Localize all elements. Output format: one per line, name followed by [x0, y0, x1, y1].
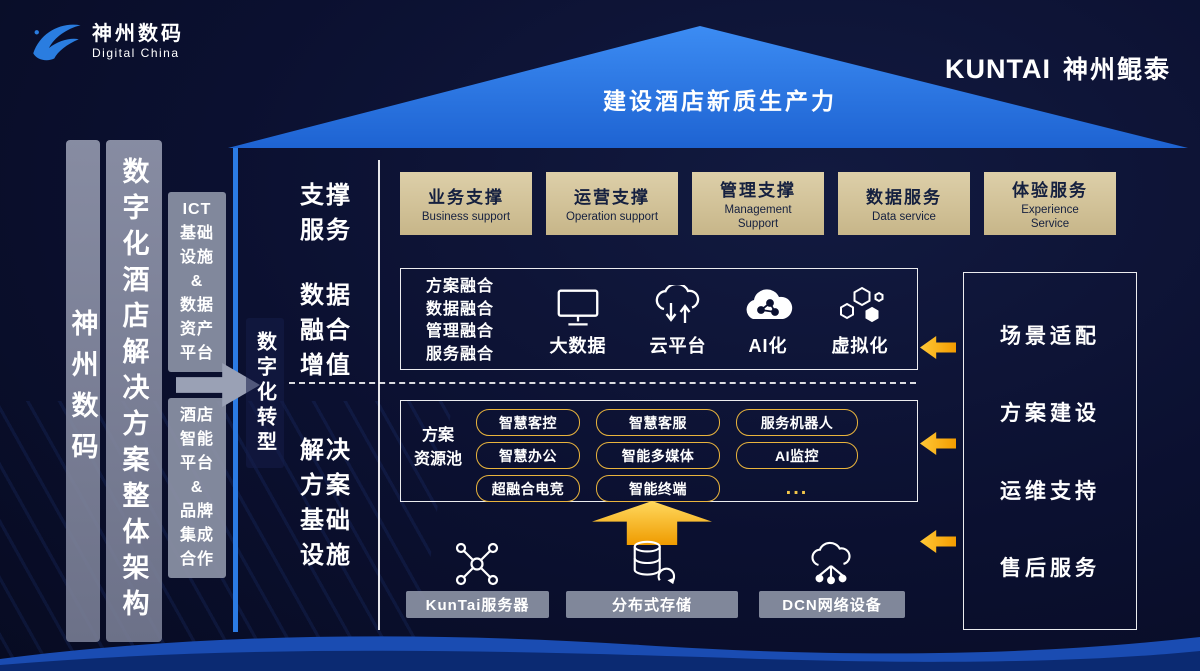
- solution-pill-grid: 智慧客控 智慧客服 服务机器人 智慧办公 智能多媒体 AI监控 超融合电竞 智能…: [476, 409, 858, 502]
- dcn-network-icon: [811, 541, 851, 585]
- bottom-wave-decoration: [0, 636, 1200, 671]
- right-services-box: 场景适配 方案建设 运维支持 售后服务: [963, 272, 1137, 630]
- architecture-side-bar: 数字化酒店解决方案整体架构: [106, 140, 162, 642]
- right-service-after-sales: 售后服务: [1000, 556, 1100, 580]
- pill-service-robot: 服务机器人: [736, 409, 858, 436]
- fusion-item-management: 管理融合: [426, 323, 495, 340]
- right-service-solution-building: 方案建设: [1000, 402, 1100, 426]
- capability-virtualization-label: 虚拟化: [831, 336, 889, 356]
- pill-smart-room-control: 智慧客控: [476, 409, 580, 436]
- support-box-business-cn: 业务支撑: [428, 187, 504, 207]
- pill-hci-esports: 超融合电竞: [476, 475, 580, 502]
- virtualization-icon: [840, 286, 884, 323]
- support-box-experience: 体验服务 Experience Service: [984, 172, 1116, 235]
- distributed-storage-icon: [633, 540, 676, 585]
- support-box-data-en: Data service: [872, 210, 936, 223]
- capability-cloud: 云平台: [630, 278, 726, 358]
- cloud-platform-icon: [655, 285, 700, 323]
- hardware-label-distributed-storage: 分布式存储: [566, 591, 738, 618]
- kuntai-server-icon: [455, 542, 499, 586]
- label-separator-line: [378, 160, 380, 630]
- digital-china-logo: 神州数码 Digital China: [28, 18, 184, 64]
- big-data-monitor-icon: [557, 289, 599, 326]
- solution-pool-label: 方案 资源池: [413, 427, 462, 468]
- kuntai-brand-text: KUNTAI: [945, 54, 1051, 84]
- row-dashed-separator: [289, 382, 916, 384]
- fusion-item-data: 数据融合: [426, 300, 495, 318]
- hardware-left-arrow-icon: [920, 530, 956, 553]
- support-box-experience-cn: 体验服务: [1012, 181, 1088, 200]
- support-box-management-cn: 管理支撑: [720, 181, 796, 200]
- kuntai-logo: KUNTAI 神州鲲泰: [945, 50, 1171, 86]
- roof-shape: [228, 26, 1188, 148]
- capability-big-data-label: 大数据: [549, 336, 607, 356]
- kuntai-name-cn: 神州鲲泰: [1062, 56, 1171, 84]
- digital-china-name-en: Digital China: [92, 46, 180, 60]
- digital-transformation-tag: 数字化转型: [246, 318, 284, 468]
- digital-china-swoosh-icon: [33, 24, 81, 61]
- hotel-platform-box: 酒店 智能 平台 & 品牌 集成 合作: [168, 398, 226, 578]
- fusion-row-label: 数据 融合 增值: [300, 282, 352, 379]
- architecture-side-bar-label: 数字化酒店解决方案整体架构: [118, 157, 149, 625]
- solution-row-label: 解决 方案 基础 设施: [300, 437, 352, 569]
- pill-ai-monitoring: AI监控: [736, 442, 858, 469]
- hardware-label-dcn-network: DCN网络设备: [759, 591, 905, 618]
- roof-title: 建设酒店新质生产力: [603, 88, 837, 114]
- right-service-operation-support: 运维支持: [1000, 479, 1100, 503]
- right-service-scene-adaptation: 场景适配: [1000, 325, 1100, 349]
- capability-virtualization: 虚拟化: [812, 278, 908, 358]
- fusion-left-arrow-icon: [920, 336, 956, 359]
- company-side-bar-label: 神州数码: [67, 309, 98, 473]
- support-box-operation: 运营支撑 Operation support: [546, 172, 678, 235]
- pill-smart-terminal: 智能终端: [596, 475, 720, 502]
- capability-ai: AI化: [722, 278, 814, 358]
- support-box-business-en: Business support: [421, 210, 511, 223]
- support-box-operation-cn: 运营支撑: [574, 187, 650, 207]
- capability-ai-label: AI化: [748, 336, 788, 356]
- support-box-management: 管理支撑 Management Support: [692, 172, 824, 235]
- company-side-bar: 神州数码: [66, 140, 100, 642]
- pill-smart-office: 智慧办公: [476, 442, 580, 469]
- digital-china-name-cn: 神州数码: [92, 23, 184, 45]
- support-box-management-en: Management Support: [724, 204, 792, 230]
- fusion-item-service: 服务融合: [426, 345, 495, 363]
- ai-cloud-icon: [746, 289, 793, 319]
- ict-platform-box: ICT 基础 设施 & 数据 资产 平台: [168, 192, 226, 372]
- support-box-business: 业务支撑 Business support: [400, 172, 532, 235]
- support-box-data: 数据服务 Data service: [838, 172, 970, 235]
- support-row-label: 支撑 服务: [300, 182, 352, 244]
- pill-smart-multimedia: 智能多媒体: [596, 442, 720, 469]
- solution-left-arrow-icon: [920, 432, 956, 455]
- support-box-operation-en: Operation support: [565, 210, 659, 223]
- fusion-item-plan: 方案融合: [426, 278, 495, 295]
- pill-more-ellipsis: ...: [785, 477, 809, 499]
- capability-big-data: 大数据: [534, 280, 622, 358]
- pill-smart-customer-service: 智慧客服: [596, 409, 720, 436]
- data-fusion-box: [400, 268, 918, 370]
- fusion-list: 方案融合 数据融合 管理融合 服务融合: [426, 276, 494, 366]
- support-box-experience-en: Experience Service: [1021, 204, 1079, 230]
- support-box-data-cn: 数据服务: [866, 187, 942, 207]
- capability-cloud-label: 云平台: [649, 336, 707, 356]
- digital-transformation-label: 数字化转型: [253, 330, 276, 456]
- hardware-label-kuntai-server: KunTai服务器: [406, 591, 549, 618]
